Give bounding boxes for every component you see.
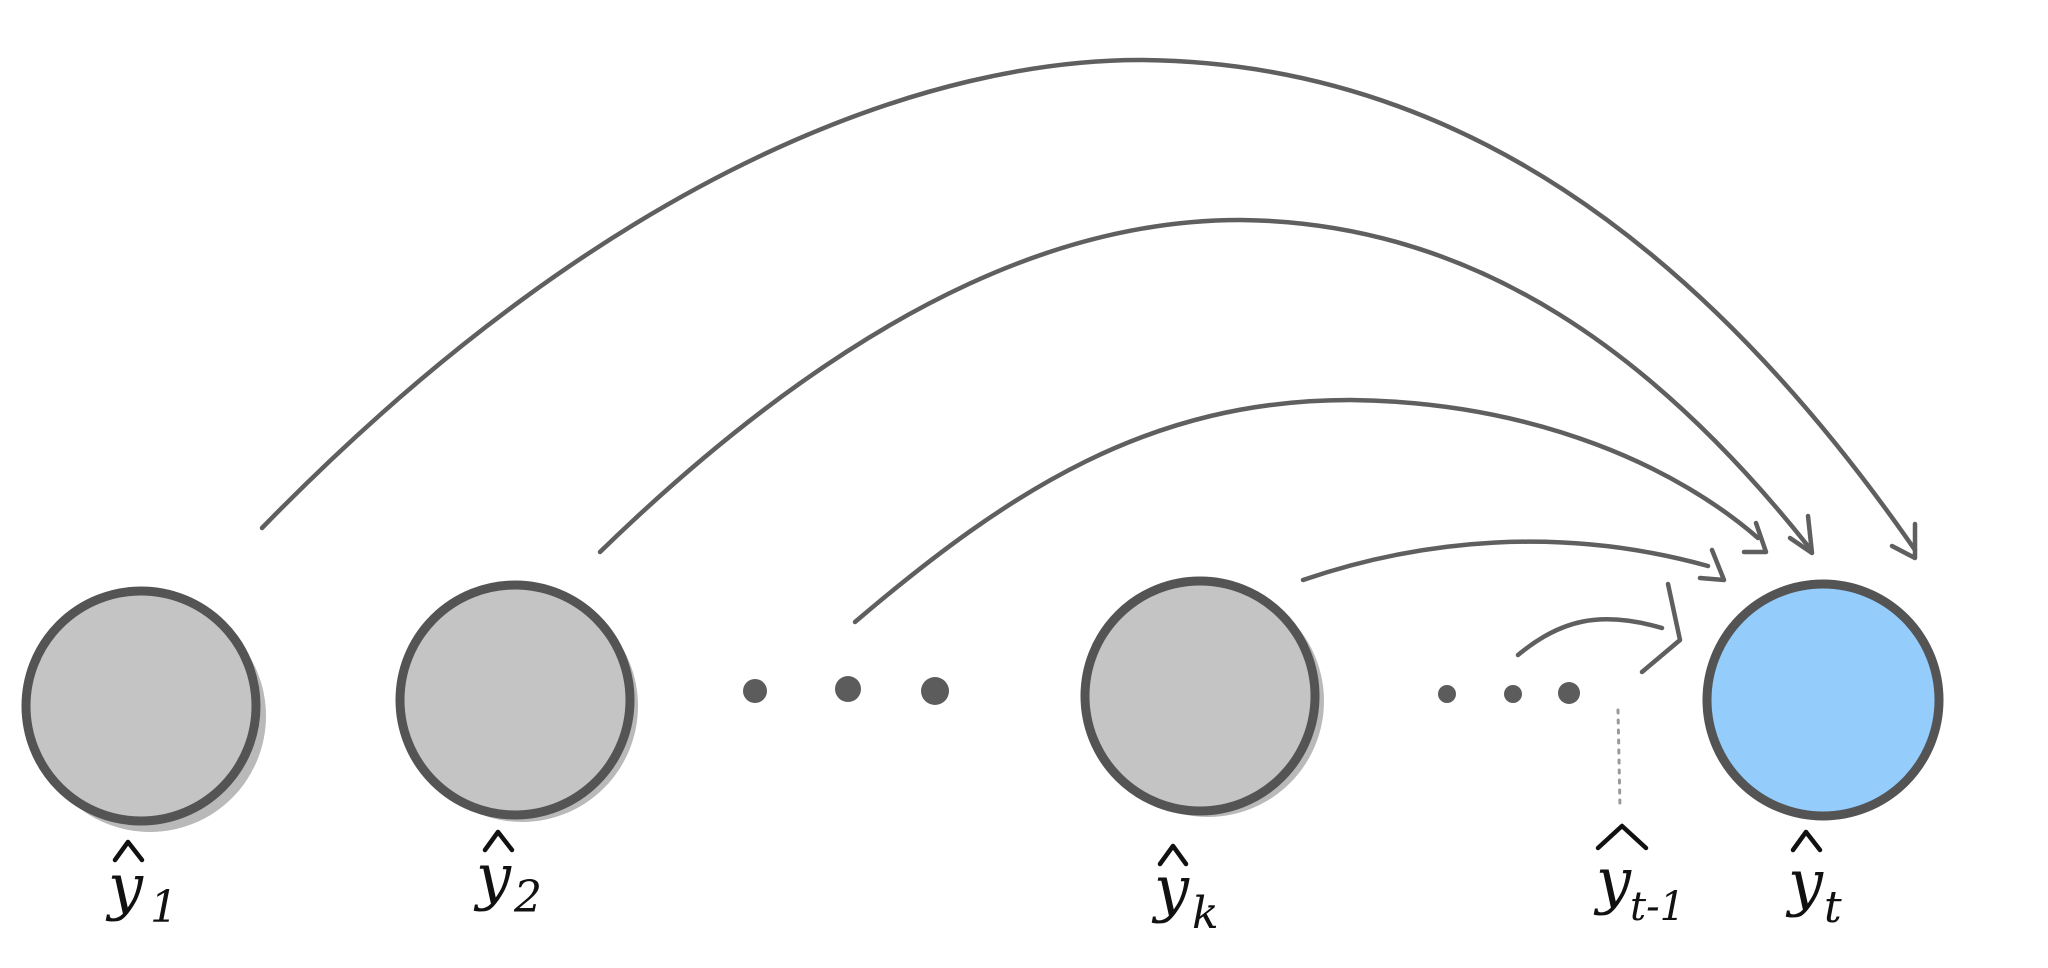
ellipsis-dot	[1504, 685, 1522, 703]
node-y2-circle	[395, 580, 635, 820]
edge-yt-1-to-yt	[1515, 617, 1665, 658]
ellipsis-dot	[1438, 685, 1456, 703]
label-yt-1-subscript: t-1	[1630, 884, 1685, 930]
arrowhead-ellipsis-to-yt	[1741, 520, 1769, 555]
arrowhead-yk-to-yt	[1697, 547, 1727, 583]
hat-mark	[112, 839, 145, 863]
ellipsis-dot	[743, 679, 767, 703]
label-y2: y 2	[473, 829, 542, 923]
label-y2-subscript: 2	[513, 872, 542, 923]
label-yt: y t	[1785, 829, 1842, 933]
ellipsis-left	[743, 676, 949, 705]
ellipsis-dot	[835, 676, 861, 702]
edges	[259, 57, 1918, 675]
edge-y1-to-yt	[259, 57, 1918, 553]
label-yk-subscript: k	[1192, 888, 1219, 939]
hat-mark	[482, 829, 515, 853]
node-y2	[395, 580, 638, 822]
hat-mark	[1595, 823, 1649, 851]
label-y1-subscript: 1	[150, 882, 178, 933]
node-yk	[1080, 576, 1324, 817]
node-yk-circle	[1080, 576, 1320, 816]
arrowhead-y2-to-yt	[1787, 513, 1815, 556]
label-yt-1-symbol: y	[1593, 844, 1632, 917]
ellipsis-right	[1438, 682, 1580, 704]
label-y2-symbol: y	[473, 840, 512, 913]
arrowhead-y1-to-yt	[1889, 521, 1918, 561]
label-yk: y k	[1151, 843, 1219, 939]
node-y1-circle	[21, 586, 261, 826]
label-y1-symbol: y	[105, 850, 144, 923]
edge-ellipsis-to-yt	[852, 397, 1761, 625]
node-yt	[1702, 579, 1944, 821]
ellipsis-dot	[921, 677, 949, 705]
edge-yk-to-yt	[1300, 539, 1711, 583]
hat-mark	[1157, 843, 1189, 867]
label-yt-1: y t-1	[1593, 823, 1685, 930]
label-yk-symbol: y	[1151, 852, 1190, 925]
ellipsis-dot	[1558, 682, 1580, 704]
label-y1: y 1	[105, 839, 178, 933]
node-yt-circle	[1702, 579, 1944, 821]
node-yt-1-marker	[1616, 708, 1622, 810]
label-yt-symbol: y	[1785, 846, 1824, 919]
arrowhead-yt-1-to-yt	[1639, 581, 1683, 675]
edge-y2-to-yt	[597, 217, 1811, 555]
node-y1	[21, 586, 266, 832]
label-yt-subscript: t	[1824, 882, 1842, 933]
hat-mark	[1790, 829, 1823, 853]
